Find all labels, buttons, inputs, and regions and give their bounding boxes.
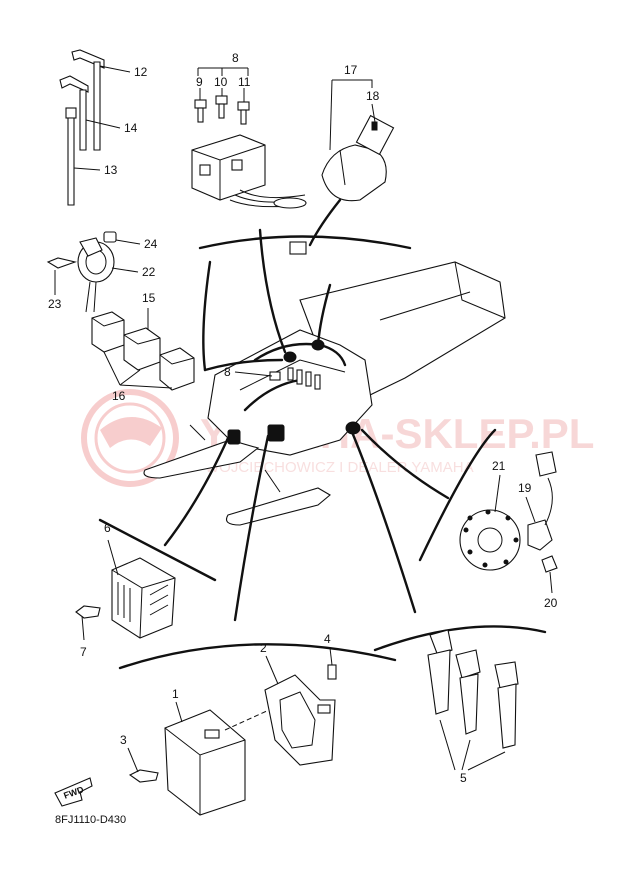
- fwd-arrow: FWD: [54, 777, 93, 807]
- harness-fuses: [269, 367, 321, 390]
- callout-7: 7: [80, 645, 87, 659]
- cdi-unit: [128, 704, 281, 816]
- main-switch: [289, 114, 395, 255]
- callout-3: 3: [120, 733, 127, 747]
- watermark-logo: [81, 389, 179, 487]
- callout-14: 14: [124, 121, 138, 135]
- relays: [91, 311, 195, 391]
- callout-10: 10: [214, 75, 228, 89]
- rectifier-regulator: [75, 557, 176, 639]
- callout-22: 22: [142, 265, 156, 279]
- callout-8-center: 8: [224, 365, 231, 379]
- callout-1: 1: [172, 687, 179, 701]
- cable-ties: [59, 49, 105, 206]
- callout-21: 21: [492, 459, 506, 473]
- pickup-coil-assembly: [459, 451, 558, 573]
- callout-2: 2: [260, 641, 267, 655]
- callout-6: 6: [104, 521, 111, 535]
- callout-16: 16: [112, 389, 126, 403]
- callout-13: 13: [104, 163, 118, 177]
- callout-18: 18: [366, 89, 380, 103]
- callout-11: 11: [238, 75, 251, 89]
- callout-19: 19: [518, 481, 532, 495]
- leader-lines: [163, 228, 450, 622]
- fuse-set: [194, 95, 250, 125]
- callout-12: 12: [134, 65, 148, 79]
- callout-5: 5: [460, 771, 467, 785]
- group-brackets: [98, 235, 547, 670]
- sensor-assembly: [46, 231, 117, 313]
- callout-24: 24: [144, 237, 158, 251]
- fuse-box: [191, 95, 307, 209]
- callout-23: 23: [48, 297, 62, 311]
- diagram-code: 8FJ1110-D430: [55, 814, 126, 826]
- callout-15: 15: [142, 291, 156, 305]
- callout-4: 4: [324, 632, 331, 646]
- callout-9: 9: [196, 75, 203, 89]
- callout-leaders: [54, 65, 553, 773]
- callout-20: 20: [544, 596, 558, 610]
- callout-8: 8: [232, 51, 239, 65]
- callouts: 8 9 10 11 12 13 14 17 18 24 22 23 15 16 …: [48, 51, 558, 785]
- ignition-coils: [427, 629, 519, 771]
- cdi-bracket: [264, 664, 337, 766]
- callout-17: 17: [344, 63, 358, 77]
- watermark-subtitle: WOJCIECHOWICZ I DEALER YAMAHA: [205, 459, 474, 476]
